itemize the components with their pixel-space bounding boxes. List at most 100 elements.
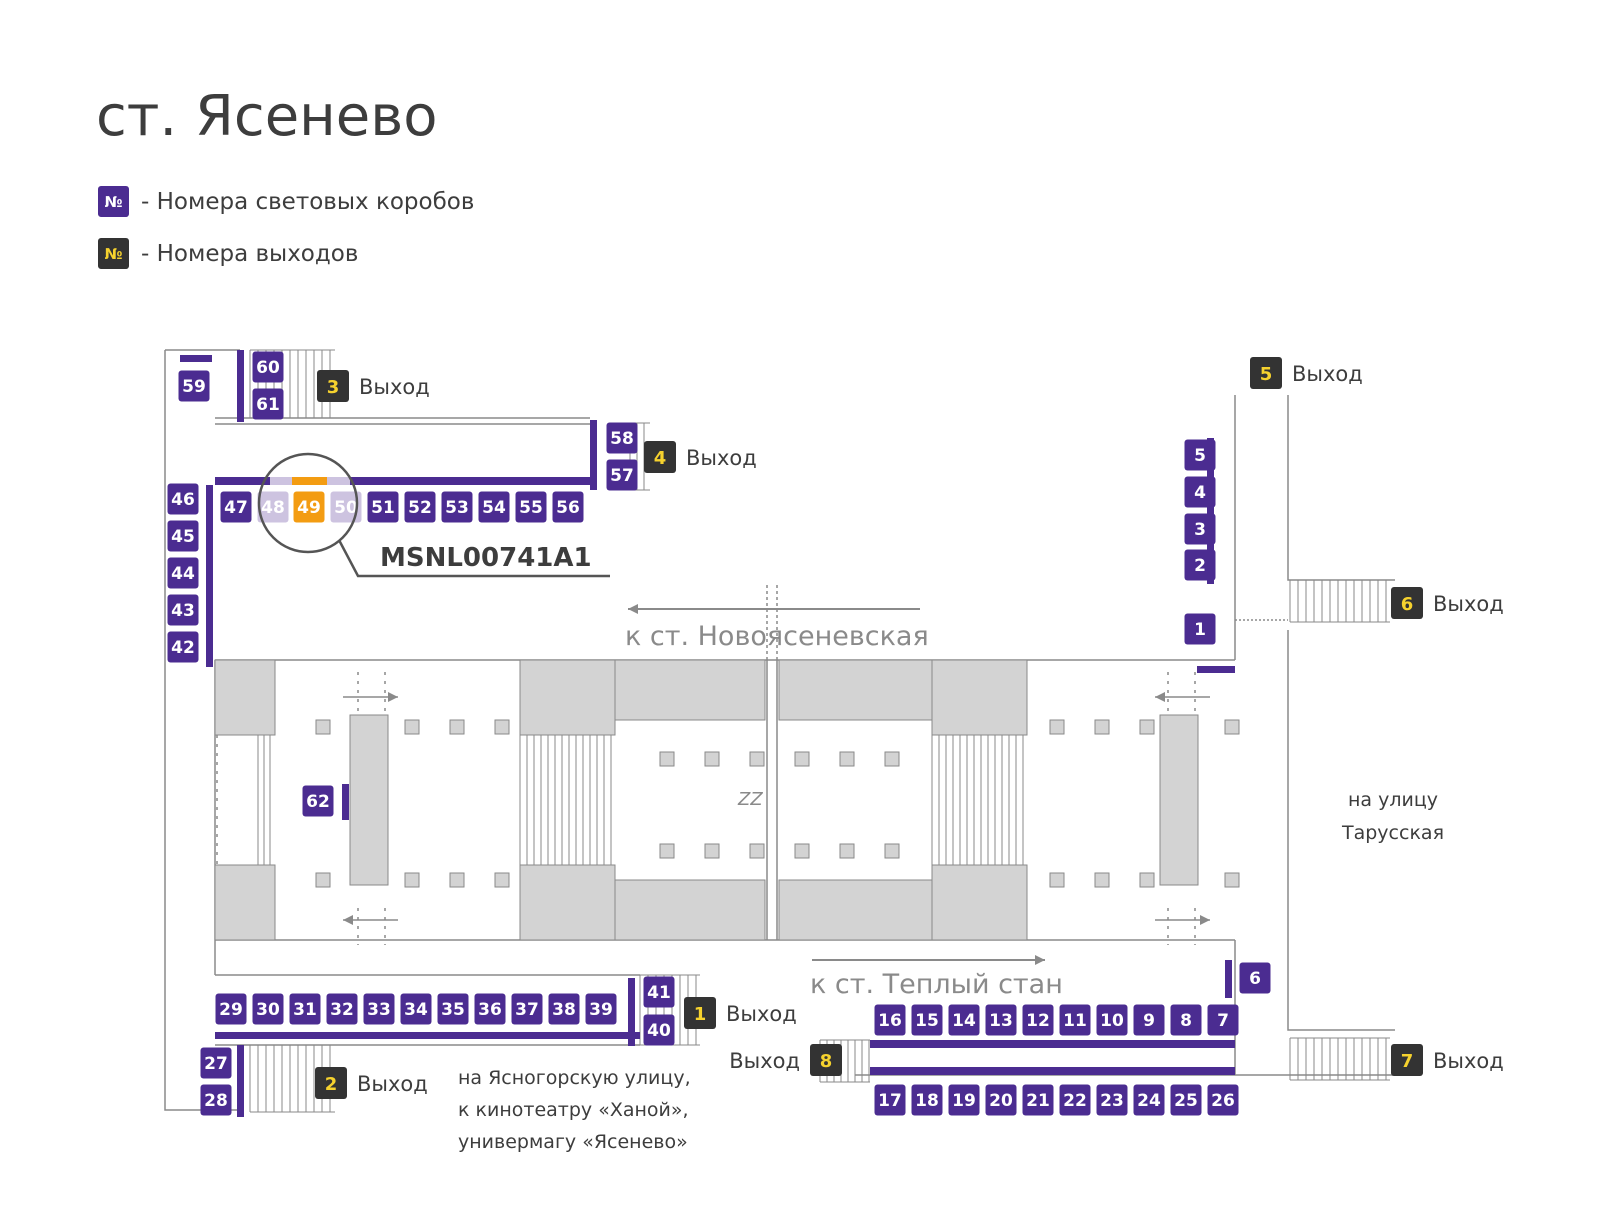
platform-block — [778, 659, 933, 721]
light-box-label: 11 — [1063, 1011, 1087, 1031]
exit-number: 7 — [1401, 1051, 1414, 1072]
light-box-label: 37 — [515, 1000, 539, 1020]
light-box-label: 39 — [589, 1000, 613, 1020]
light-box-label: 4 — [1194, 483, 1206, 503]
light-box-strip — [206, 485, 213, 667]
box-code: MSNL00741A1 — [380, 543, 592, 573]
light-box-strip — [1207, 438, 1214, 584]
column — [794, 843, 810, 859]
light-box-label: 44 — [171, 564, 195, 584]
light-box-label: 24 — [1137, 1091, 1161, 1111]
column — [494, 719, 510, 735]
light-box-37: 37 — [511, 993, 543, 1025]
light-box-label: 3 — [1194, 520, 1206, 540]
light-box-strip — [590, 420, 597, 490]
light-box-57: 57 — [606, 459, 638, 491]
column — [839, 751, 855, 767]
light-box-label: 27 — [204, 1054, 228, 1074]
light-box-label: 21 — [1026, 1091, 1050, 1111]
column — [404, 719, 420, 735]
light-box-strip — [215, 1032, 640, 1039]
light-box-13: 13 — [985, 1004, 1017, 1036]
column — [1094, 719, 1110, 735]
arrow — [343, 915, 398, 925]
light-box-30: 30 — [252, 993, 284, 1025]
column — [659, 751, 675, 767]
exit-2: 2 Выход — [315, 1067, 428, 1099]
legend-exit-swatch: № — [98, 238, 129, 269]
light-box-label: 31 — [293, 1000, 317, 1020]
direction-south: к ст. Теплый стан — [810, 969, 1063, 1000]
arrow — [1155, 692, 1210, 702]
platform-block — [519, 659, 616, 736]
platform-block — [519, 864, 616, 941]
light-box-49: 49 — [293, 491, 325, 523]
light-box-24: 24 — [1133, 1084, 1165, 1116]
platform-block — [614, 879, 766, 941]
arrow — [812, 955, 1045, 965]
light-box-label: 59 — [182, 377, 206, 397]
light-box-label: 22 — [1063, 1091, 1087, 1111]
light-box-33: 33 — [363, 993, 395, 1025]
light-box-9: 9 — [1133, 1004, 1165, 1036]
highlight-circle — [257, 452, 359, 554]
light-box-label: 19 — [952, 1091, 976, 1111]
exit-word: Выход — [729, 1049, 800, 1073]
exit-word: Выход — [686, 446, 757, 470]
light-box-label: 35 — [441, 1000, 465, 1020]
light-box-22: 22 — [1059, 1084, 1091, 1116]
light-box-6: 6 — [1239, 962, 1271, 994]
light-box-54: 54 — [478, 491, 510, 523]
exit-word: Выход — [1292, 362, 1363, 386]
light-box-15: 15 — [911, 1004, 943, 1036]
light-box-label: 17 — [878, 1091, 902, 1111]
light-box-46: 46 — [167, 483, 199, 515]
platform-block — [614, 659, 766, 721]
column — [839, 843, 855, 859]
light-box-label: 52 — [408, 498, 432, 518]
light-box-strip — [180, 355, 212, 362]
light-box-strip — [215, 477, 590, 485]
exit-word: Выход — [1433, 592, 1504, 616]
light-box-strip — [237, 1045, 244, 1117]
light-box-label: 14 — [952, 1011, 976, 1031]
column — [1224, 872, 1240, 888]
column — [449, 872, 465, 888]
light-box-42: 42 — [167, 631, 199, 663]
break-mark: ZZ — [737, 789, 763, 810]
light-box-7: 7 — [1207, 1004, 1239, 1036]
stair-flight — [931, 734, 1027, 866]
exit-word: Выход — [357, 1072, 428, 1096]
light-box-18: 18 — [911, 1084, 943, 1116]
column — [749, 843, 765, 859]
light-box-32: 32 — [326, 993, 358, 1025]
light-box-strips — [180, 350, 1235, 1117]
column — [749, 751, 765, 767]
light-box-47: 47 — [220, 491, 252, 523]
exit-word: Выход — [726, 1002, 797, 1026]
light-box-label: 62 — [306, 792, 330, 812]
light-box-23: 23 — [1096, 1084, 1128, 1116]
light-box-40: 40 — [643, 1014, 675, 1046]
platform-block — [931, 659, 1028, 736]
light-box-strip — [237, 350, 244, 422]
light-box-label: 41 — [647, 983, 671, 1003]
light-box-label: 34 — [404, 1000, 428, 1020]
street-right-line2: Тарусская — [1341, 822, 1444, 844]
light-box-48: 48 — [257, 491, 289, 523]
light-box-28: 28 — [200, 1084, 232, 1116]
light-box-27: 27 — [200, 1047, 232, 1079]
light-box-label: 33 — [367, 1000, 391, 1020]
light-box-label: 1 — [1194, 620, 1206, 640]
column — [315, 872, 331, 888]
exit-number: 2 — [325, 1074, 338, 1095]
legend-box-swatch: № — [98, 186, 129, 217]
legend-exits: № - Номера выходов — [98, 238, 358, 269]
light-box-label: 43 — [171, 601, 195, 621]
light-box-label: 5 — [1194, 446, 1206, 466]
light-box-59: 59 — [178, 370, 210, 402]
